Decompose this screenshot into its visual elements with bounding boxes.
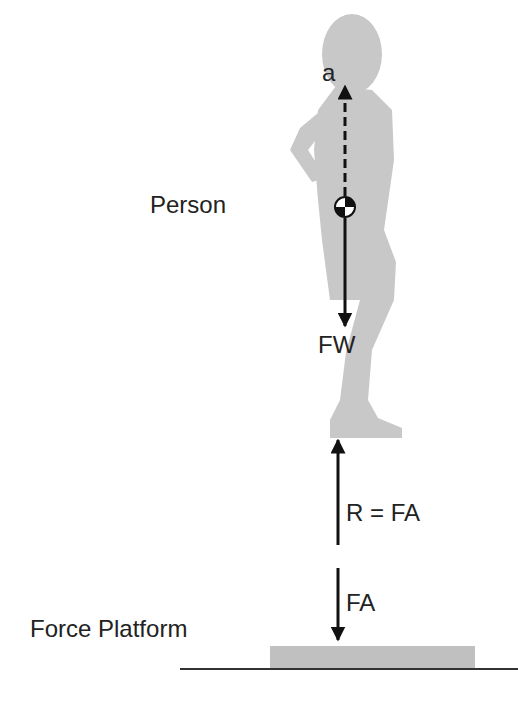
force-label: FW [318, 332, 355, 358]
force-label: Person [150, 192, 226, 218]
force-label: FA [346, 590, 375, 616]
ground-line [180, 668, 518, 670]
weight-arrow [344, 218, 347, 326]
person-silhouette [290, 14, 402, 438]
action-arrow [337, 568, 340, 640]
acceleration-arrow [344, 86, 347, 196]
center-of-mass-symbol [335, 197, 355, 217]
force-label: Force Platform [30, 616, 187, 642]
reaction-arrow [337, 440, 340, 545]
force-platform [270, 646, 475, 668]
force-label: R = FA [346, 500, 420, 526]
force-label: a [322, 60, 335, 86]
